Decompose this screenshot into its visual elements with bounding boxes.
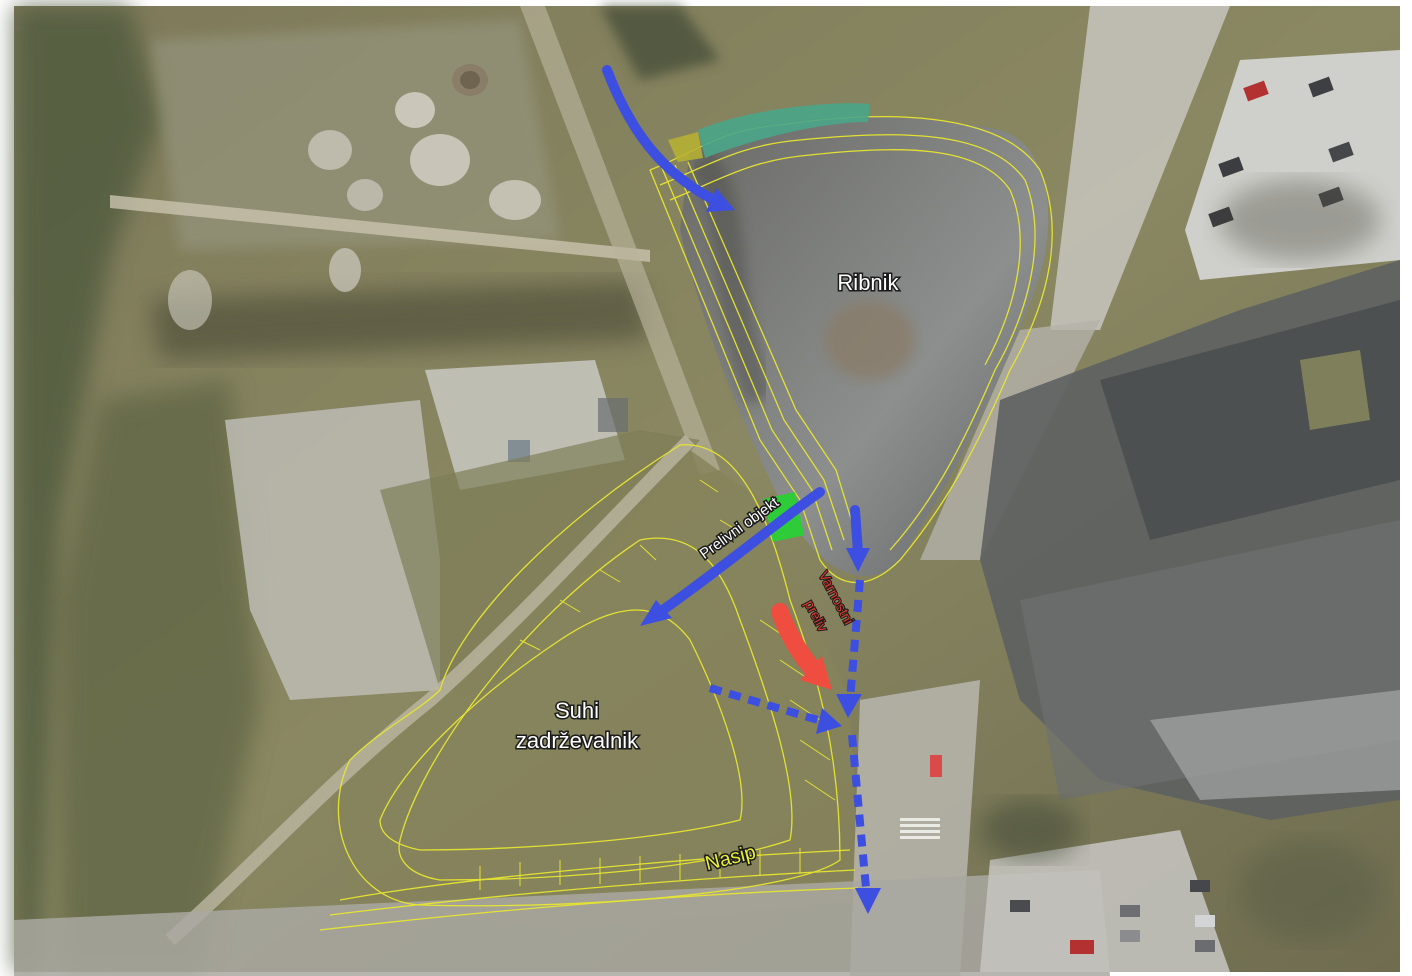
inlet-patch	[698, 103, 870, 158]
dry-retention-label-line1: Suhi	[555, 698, 599, 723]
pond-label: Ribnik	[837, 270, 899, 295]
map-labels: Ribnik Suhi zadrževalnik Nasip Prelivni …	[514, 269, 901, 877]
flow-arrows	[602, 65, 881, 914]
overflow-arrow-head	[640, 600, 672, 626]
dry-retention-label-line2: zadrževalnik	[516, 728, 639, 753]
safety-spillway-arrow	[771, 603, 832, 690]
design-overlay	[319, 116, 1053, 931]
aerial-photo	[14, 6, 1400, 976]
inlet-arrow-head	[706, 188, 735, 212]
inlet-yellow-patch	[668, 132, 703, 162]
